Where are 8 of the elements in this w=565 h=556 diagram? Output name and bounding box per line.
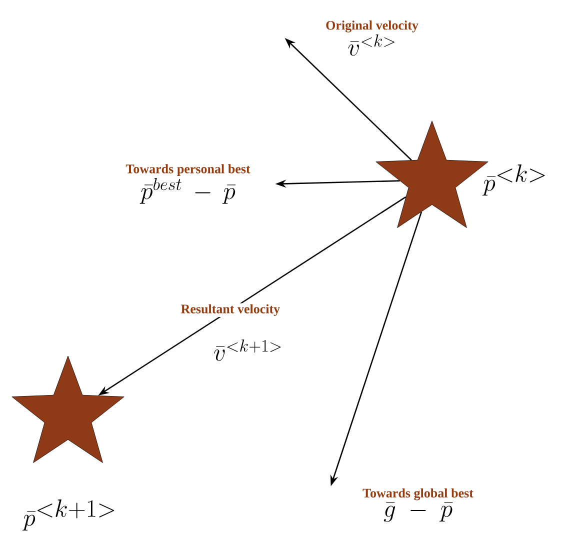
edge-label: Resultant velocity (180, 303, 282, 318)
star-shape (12, 356, 124, 463)
text-label: Towards personal best $\bar{p}^{best}-\bar{p}$ (126, 164, 250, 204)
position-label: $\bar{p}^{<k+1>}$ (22, 499, 114, 531)
text-label: Towards global best $\bar{g}-\bar{p}$ (362, 488, 474, 522)
text-label: Original velocity $\bar{v}^{<k>}$ (326, 20, 418, 56)
velocity-formula: $\bar{v}^{<k+1>}$ (212, 338, 284, 362)
position-label: $\bar{p}^{<k>}$ (482, 164, 545, 196)
